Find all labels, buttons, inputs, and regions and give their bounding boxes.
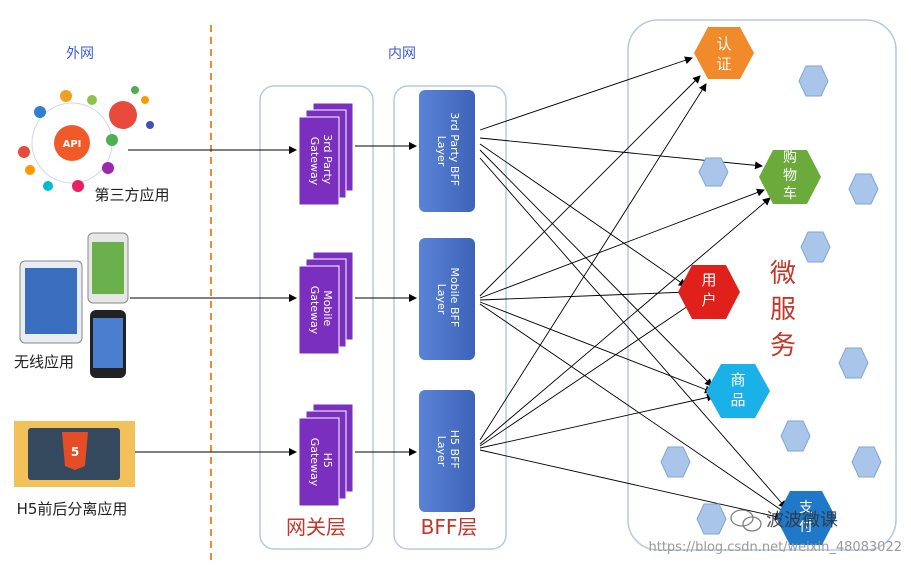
decorative-hexagons xyxy=(660,65,882,535)
bff-label-line: 3rd Party BFF xyxy=(448,112,461,186)
microservices-label: 服 xyxy=(770,295,796,325)
svg-text:H5 Gateway: H5 Gateway xyxy=(308,438,334,487)
gateway-label-line: H5 xyxy=(321,453,334,468)
svg-text:3rd Party Gateway: 3rd Party Gateway xyxy=(308,134,334,188)
gateway-label-line: 3rd Party xyxy=(321,134,334,185)
bff-layer-box xyxy=(393,85,507,550)
gateway-label-line: Mobile xyxy=(321,290,334,326)
mobile-devices-icon xyxy=(19,232,129,378)
bff-label-line: Mobile BFF xyxy=(448,267,461,327)
microservices-label: 微 xyxy=(770,259,796,289)
watermark-brand: 波波微课 xyxy=(766,510,838,531)
product-service: 商 品 xyxy=(706,364,770,418)
h5-app-label: H5前后分离应用 xyxy=(17,500,128,518)
bff-label-line: Layer xyxy=(435,284,448,315)
external-zone-title: 外网 xyxy=(66,46,94,62)
auth-service-label: 证 xyxy=(716,55,731,73)
cart-service: 购 物 车 xyxy=(759,150,821,204)
auth-service-label: 认 xyxy=(716,35,731,53)
cart-service-label: 车 xyxy=(783,185,797,202)
internal-zone-title: 内网 xyxy=(388,46,416,62)
product-service-label: 商 xyxy=(730,371,745,389)
svg-text:Mobile Gateway: Mobile Gateway xyxy=(308,286,334,335)
svg-text:Mobile BFF Layer: Mobile BFF Layer xyxy=(435,267,461,330)
bff-label-line: H5 BFF xyxy=(448,430,461,469)
third-party-bff: 3rd Party BFF Layer xyxy=(419,90,475,212)
bff-label-line: Layer xyxy=(435,136,448,167)
cart-service-label: 购 xyxy=(783,150,797,166)
pay-service-label: 付 xyxy=(799,519,813,535)
gateway-label-line: Gateway xyxy=(308,286,321,335)
user-service: 用 户 xyxy=(678,265,740,319)
bff-service-connections xyxy=(479,56,791,521)
microservices-label: 务 xyxy=(770,331,796,361)
gateway-label-line: Gateway xyxy=(308,438,321,487)
cart-service-label: 物 xyxy=(783,168,797,184)
svg-text:H5 BFF Layer: H5 BFF Layer xyxy=(435,430,461,472)
mobile-gateway: Mobile Gateway xyxy=(298,251,354,355)
watermark-url: https://blog.csdn.net/weixin_48083022 xyxy=(648,540,902,555)
bff-label-line: Layer xyxy=(435,436,448,467)
h5-bff: H5 BFF Layer xyxy=(419,390,475,512)
svg-text:3rd Party BFF Layer: 3rd Party BFF Layer xyxy=(435,112,461,189)
api-ecosystem-icon xyxy=(18,86,154,192)
user-service-label: 用 xyxy=(701,271,716,289)
gateway-layer-label: 网关层 xyxy=(286,515,346,539)
api-icon-text: API xyxy=(63,139,82,150)
third-party-gateway: 3rd Party Gateway xyxy=(298,102,354,206)
wechat-logo-icon xyxy=(730,509,762,532)
user-service-label: 户 xyxy=(701,291,716,309)
svg-text:5: 5 xyxy=(71,445,79,459)
product-service-label: 品 xyxy=(730,391,745,409)
h5-gateway: H5 Gateway xyxy=(298,403,354,507)
wireless-app-label: 无线应用 xyxy=(14,353,74,371)
pay-service: 支 付 xyxy=(776,491,836,545)
microservices-box xyxy=(627,19,897,551)
gateway-layer-box xyxy=(259,85,374,550)
bff-layer-label: BFF层 xyxy=(421,515,478,539)
auth-service: 认 证 xyxy=(694,27,754,79)
h5-laptop-icon: 5 xyxy=(14,421,135,487)
pay-service-label: 支 xyxy=(799,500,813,516)
gateway-label-line: Gateway xyxy=(308,137,321,186)
third-party-app-label: 第三方应用 xyxy=(94,186,169,204)
mobile-bff: Mobile BFF Layer xyxy=(419,238,475,360)
